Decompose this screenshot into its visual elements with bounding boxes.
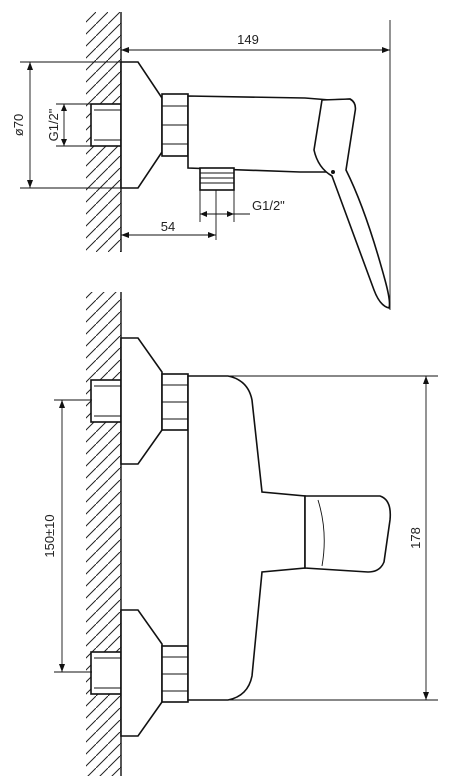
dim-inlet-thread-label: G1/2" [46, 108, 61, 141]
wall-flange-side [120, 61, 163, 189]
dim-inlet-thread [56, 103, 95, 147]
mixer-body-front [187, 375, 306, 701]
inlet-nipple-side [90, 103, 122, 147]
front-view: 150±10 178 [42, 292, 438, 776]
dim-flange-diameter-label: ø70 [11, 114, 26, 136]
dim-outlet-offset [121, 190, 217, 240]
lever-contour-front [317, 499, 325, 567]
wall-hatch-front [86, 292, 121, 776]
indicator-dot [331, 170, 335, 174]
dim-overall-height-label: 178 [408, 527, 423, 549]
lever-handle-front [304, 495, 392, 573]
dim-overall-height [190, 375, 438, 701]
dim-flange-diameter [20, 61, 121, 189]
dim-inlet-spacing-label: 150±10 [42, 514, 57, 557]
dim-overall-length [121, 20, 391, 310]
dim-outlet-thread-label: G1/2" [252, 198, 285, 213]
hex-nut-side [161, 93, 189, 157]
dim-outlet-offset-label: 54 [161, 219, 175, 234]
dim-inlet-spacing [54, 399, 92, 673]
lower-inlet-front [90, 609, 189, 737]
upper-inlet-front [90, 337, 189, 465]
side-view: 149 ø70 G1/2" G1/2" [11, 12, 391, 310]
outlet-thread-side [199, 167, 235, 191]
lever-handle-side [313, 98, 391, 309]
dim-overall-length-label: 149 [237, 32, 259, 47]
dim-outlet-thread [199, 190, 250, 222]
